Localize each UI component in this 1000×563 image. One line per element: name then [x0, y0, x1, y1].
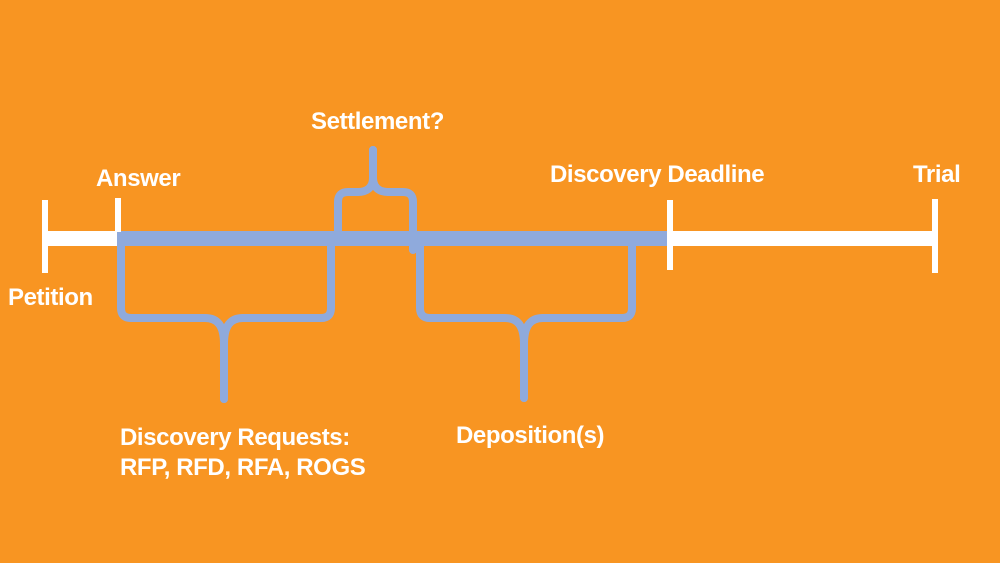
discovery-requests-label: Discovery Requests: RFP, RFD, RFA, ROGS — [120, 423, 366, 483]
settlement-label: Settlement? — [311, 108, 444, 135]
trial-label: Trial — [913, 161, 961, 188]
discovery-deadline-label: Discovery Deadline — [550, 161, 765, 188]
petition-label: Petition — [8, 284, 93, 311]
trial-tick — [932, 199, 938, 273]
depositions-label: Deposition(s) — [456, 422, 605, 449]
petition-tick — [42, 200, 48, 273]
discovery-requests-line1: Discovery Requests: — [120, 424, 350, 451]
discovery-requests-line2: RFP, RFD, RFA, ROGS — [120, 454, 366, 481]
answer-label: Answer — [96, 165, 181, 192]
settlement-brace — [334, 146, 417, 254]
answer-tick — [115, 198, 121, 232]
discovery-period-bar — [117, 231, 670, 246]
discovery-deadline-tick — [667, 200, 673, 270]
discovery-requests-brace — [117, 239, 335, 403]
depositions-brace — [416, 239, 636, 402]
